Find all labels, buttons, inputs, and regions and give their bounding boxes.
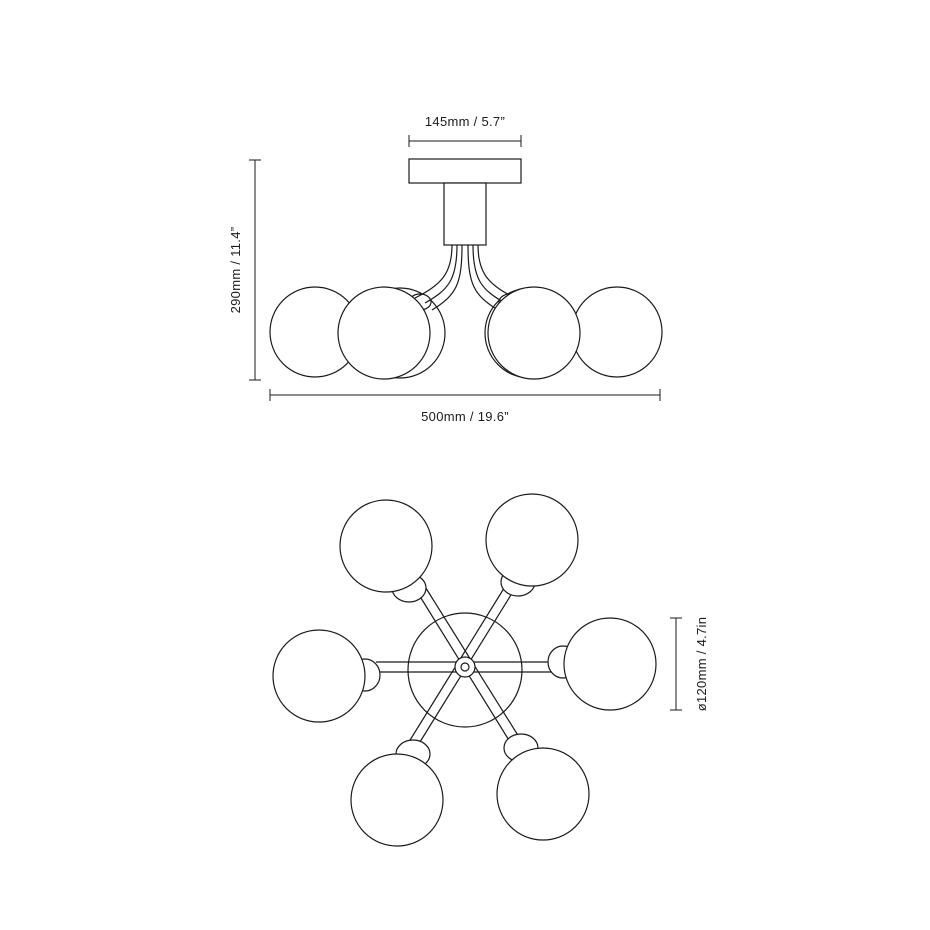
height-label: 290mm / 11.4” [228, 227, 243, 314]
globe-front-left [337, 286, 431, 380]
globe-plan-lower-left [350, 753, 444, 847]
globe-plan-upper-right [485, 493, 579, 587]
hub-inner [460, 662, 470, 672]
canopy-width-label: 145mm / 5.7” [425, 114, 505, 129]
globe-plan-upper-left [339, 499, 433, 593]
height-dimension: 290mm / 11.4” [228, 159, 261, 381]
globe-plan-left [272, 629, 366, 723]
stem-body [443, 182, 487, 246]
globe-diameter-label: ø120mm / 4.7in [694, 617, 709, 712]
canopy-plate [408, 158, 522, 184]
plan-view: ø120mm / 4.7in [272, 493, 709, 847]
overall-width-label: 500mm / 19.6” [421, 409, 509, 424]
arms-left [414, 244, 463, 311]
canopy-width-dimension: 145mm / 5.7” [408, 114, 522, 147]
globe-diameter-dimension: ø120mm / 4.7in [670, 617, 709, 712]
overall-width-dimension: 500mm / 19.6” [269, 389, 661, 424]
side-elevation-view: 145mm / 5.7” 290mm / 11.4” 500mm / 19.6” [228, 114, 663, 424]
globe-plan-right [563, 617, 657, 711]
globe-front-right [487, 286, 581, 380]
globe-outer-right [571, 286, 663, 378]
globe-plan-lower-right [496, 747, 590, 841]
